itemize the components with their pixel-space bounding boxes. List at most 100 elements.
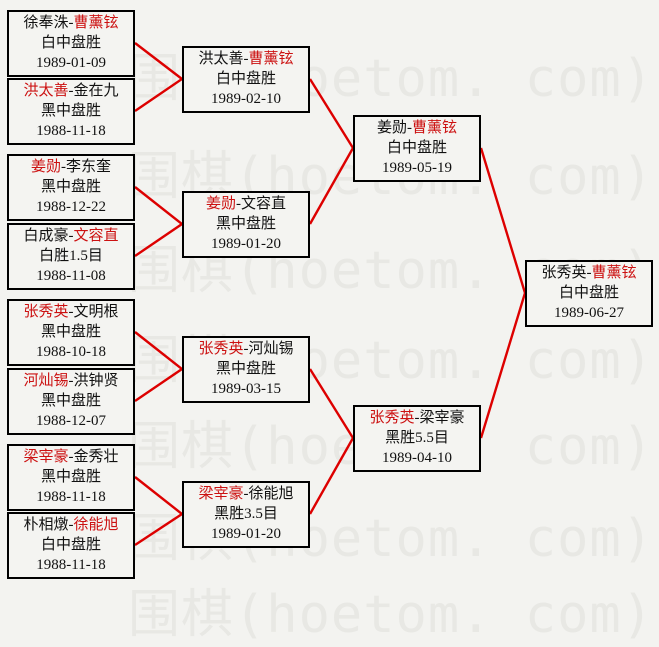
match-date: 1989-04-10 — [382, 450, 452, 466]
player1-name: 徐奉洙 — [23, 15, 69, 31]
player2-name: 文容直 — [73, 228, 119, 244]
players-separator: - — [243, 341, 249, 357]
player1-name: 白成豪 — [23, 228, 69, 244]
match-date: 1989-01-09 — [36, 55, 106, 71]
match-box-final[interactable]: 张秀英-曹薰铉 白中盘胜 1989-06-27 — [525, 260, 653, 327]
match-date: 1989-06-27 — [554, 305, 624, 321]
match-players: 洪太善-金在九 — [9, 81, 133, 101]
match-date: 1988-12-07 — [36, 413, 106, 429]
player1-name: 梁宰豪 — [198, 486, 244, 502]
match-date: 1989-01-20 — [211, 526, 281, 542]
match-result: 黑胜3.5目 — [214, 506, 278, 522]
match-players: 姜勋-李东奎 — [9, 157, 133, 177]
player1-name: 张秀英 — [23, 304, 69, 320]
match-box-r1-m3[interactable]: 姜勋-李东奎 黑中盘胜 1988-12-22 — [7, 154, 135, 221]
match-result: 白中盘胜 — [558, 285, 619, 301]
match-date: 1989-01-20 — [211, 236, 281, 252]
match-date: 1989-02-10 — [211, 91, 281, 107]
player2-name: 梁宰豪 — [419, 410, 465, 426]
match-box-r2-m1[interactable]: 洪太善-曹薰铉 白中盘胜 1989-02-10 — [182, 46, 310, 113]
match-result: 黑中盘胜 — [215, 216, 276, 232]
players-separator: - — [61, 159, 66, 175]
players-separator: - — [407, 120, 412, 136]
players-separator: - — [68, 15, 74, 31]
player2-name: 曹薰铉 — [248, 51, 294, 67]
player2-name: 洪钟贤 — [73, 373, 119, 389]
match-players: 张秀英-梁宰豪 — [355, 408, 479, 428]
player2-name: 李东奎 — [66, 159, 112, 175]
match-players: 姜勋-曹薰铉 — [355, 118, 479, 138]
match-box-r1-m4[interactable]: 白成豪-文容直 白胜1.5目 1988-11-08 — [7, 223, 135, 290]
match-players: 白成豪-文容直 — [9, 226, 133, 246]
players-separator: - — [236, 196, 241, 212]
player2-name: 文明根 — [73, 304, 119, 320]
players-separator: - — [68, 517, 74, 533]
match-result: 白中盘胜 — [386, 140, 447, 156]
match-players: 张秀英-曹薰铉 — [527, 263, 651, 283]
match-result: 黑中盘胜 — [40, 469, 101, 485]
match-players: 梁宰豪-金秀壮 — [9, 447, 133, 467]
match-players: 梁宰豪-徐能旭 — [184, 484, 308, 504]
match-players: 张秀英-河灿锡 — [184, 339, 308, 359]
match-players: 张秀英-文明根 — [9, 302, 133, 322]
match-box-r3-m1[interactable]: 姜勋-曹薰铉 白中盘胜 1989-05-19 — [353, 115, 481, 182]
match-box-r1-m2[interactable]: 洪太善-金在九 黑中盘胜 1988-11-18 — [7, 78, 135, 145]
match-result: 黑中盘胜 — [215, 361, 276, 377]
player1-name: 姜勋 — [30, 159, 61, 175]
match-result: 黑胜5.5目 — [385, 430, 449, 446]
match-players: 洪太善-曹薰铉 — [184, 49, 308, 69]
match-players: 河灿锡-洪钟贤 — [9, 371, 133, 391]
match-players: 姜勋-文容直 — [184, 194, 308, 214]
match-box-r1-m8[interactable]: 朴相燉-徐能旭 白中盘胜 1988-11-18 — [7, 512, 135, 579]
players-separator: - — [243, 51, 249, 67]
player1-name: 河灿锡 — [23, 373, 69, 389]
player1-name: 姜勋 — [376, 120, 407, 136]
match-date: 1989-03-15 — [211, 381, 281, 397]
match-box-r1-m6[interactable]: 河灿锡-洪钟贤 黑中盘胜 1988-12-07 — [7, 368, 135, 435]
player2-name: 曹薰铉 — [73, 15, 119, 31]
player1-name: 梁宰豪 — [23, 449, 69, 465]
match-result: 黑中盘胜 — [40, 103, 101, 119]
player2-name: 徐能旭 — [73, 517, 119, 533]
match-result: 白中盘胜 — [215, 71, 276, 87]
players-separator: - — [586, 265, 592, 281]
player2-name: 文容直 — [241, 196, 287, 212]
match-box-r2-m3[interactable]: 张秀英-河灿锡 黑中盘胜 1989-03-15 — [182, 336, 310, 403]
players-separator: - — [68, 449, 74, 465]
match-result: 黑中盘胜 — [40, 324, 101, 340]
player2-name: 徐能旭 — [248, 486, 294, 502]
player1-name: 张秀英 — [541, 265, 587, 281]
players-separator: - — [68, 304, 74, 320]
match-players: 朴相燉-徐能旭 — [9, 515, 133, 535]
player1-name: 洪太善 — [198, 51, 244, 67]
match-date: 1988-10-18 — [36, 344, 106, 360]
match-box-r1-m1[interactable]: 徐奉洙-曹薰铉 白中盘胜 1989-01-09 — [7, 10, 135, 77]
match-date: 1988-11-18 — [36, 123, 106, 139]
match-result: 白胜1.5目 — [39, 248, 103, 264]
match-box-r3-m2[interactable]: 张秀英-梁宰豪 黑胜5.5目 1989-04-10 — [353, 405, 481, 472]
player2-name: 曹薰铉 — [591, 265, 637, 281]
player2-name: 金秀壮 — [73, 449, 119, 465]
player1-name: 姜勋 — [205, 196, 236, 212]
match-date: 1988-12-22 — [36, 199, 106, 215]
players-separator: - — [68, 373, 74, 389]
match-box-r2-m2[interactable]: 姜勋-文容直 黑中盘胜 1989-01-20 — [182, 191, 310, 258]
match-result: 白中盘胜 — [40, 537, 101, 553]
match-box-r1-m5[interactable]: 张秀英-文明根 黑中盘胜 1988-10-18 — [7, 299, 135, 366]
player1-name: 张秀英 — [198, 341, 244, 357]
match-result: 黑中盘胜 — [40, 393, 101, 409]
match-date: 1989-05-19 — [382, 160, 452, 176]
player2-name: 河灿锡 — [248, 341, 294, 357]
players-separator: - — [414, 410, 420, 426]
player2-name: 曹薰铉 — [412, 120, 458, 136]
match-result: 白中盘胜 — [40, 35, 101, 51]
match-date: 1988-11-18 — [36, 489, 106, 505]
match-result: 黑中盘胜 — [40, 179, 101, 195]
player1-name: 洪太善 — [23, 83, 69, 99]
match-box-r1-m7[interactable]: 梁宰豪-金秀壮 黑中盘胜 1988-11-18 — [7, 444, 135, 511]
match-players: 徐奉洙-曹薰铉 — [9, 13, 133, 33]
match-box-r2-m4[interactable]: 梁宰豪-徐能旭 黑胜3.5目 1989-01-20 — [182, 481, 310, 548]
player1-name: 张秀英 — [369, 410, 415, 426]
player1-name: 朴相燉 — [23, 517, 69, 533]
players-separator: - — [68, 83, 74, 99]
